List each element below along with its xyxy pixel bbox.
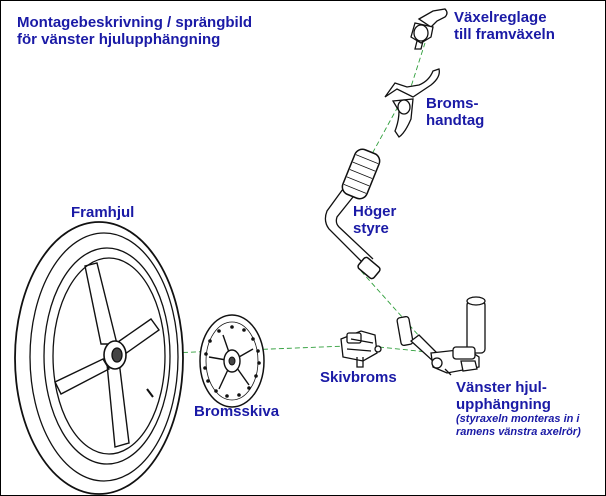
handlebar-axis-line: [360, 100, 402, 175]
wheel-rim-inner: [52, 257, 166, 455]
handlebar-label: Höger styre: [353, 203, 396, 237]
brake-lever-label: Broms- handtag: [426, 95, 484, 129]
wheel-tire-outer: [14, 221, 184, 495]
wheel-tire-inner: [29, 232, 179, 482]
suspension-note: (styraxeln monteras in i ramens vänstra …: [456, 413, 581, 439]
suspension-note-line1: (styraxeln monteras in i: [456, 413, 580, 425]
shifter-label-line1: Växelreglage: [454, 9, 547, 26]
suspension-label-line1: Vänster hjul-: [456, 379, 547, 396]
suspension-note-line2: ramens vänstra axelrör): [456, 426, 581, 438]
handlebar-clamp: [357, 256, 381, 280]
front-wheel-label: Framhjul: [71, 204, 135, 221]
wheel-rim: [43, 247, 171, 465]
front-wheel: [14, 221, 184, 495]
right-handlebar: [324, 148, 381, 280]
brake-lever-label-line2: handtag: [426, 112, 485, 129]
brake-lever-label-line1: Broms-: [426, 95, 479, 112]
handlebar-tube: [324, 188, 366, 266]
lever-axis-line: [408, 42, 426, 94]
brake-disc: [199, 314, 265, 408]
steering-axis-line: [360, 270, 438, 357]
handlebar-label-line2: styre: [353, 220, 389, 237]
disc-brake-label: Skivbroms: [320, 369, 397, 386]
disc-brake-caliper: [340, 330, 382, 368]
suspension-label-line2: upphängning: [456, 396, 551, 413]
left-suspension-assembly: [396, 296, 486, 376]
brake-lever: [384, 68, 440, 138]
handlebar-label-line1: Höger: [353, 203, 397, 220]
suspension-label: Vänster hjul- upphängning: [456, 379, 551, 413]
wheel-hub-inner: [111, 347, 123, 363]
front-derailleur-shifter: [410, 8, 448, 50]
shifter-label-line2: till framväxeln: [454, 26, 555, 43]
shifter-label: Växelreglage till framväxeln: [454, 9, 555, 43]
brake-disc-label: Bromsskiva: [194, 403, 280, 420]
steering-collar: [396, 315, 414, 347]
steering-shaft: [466, 300, 486, 354]
diagram-title-line2: för vänster hjulupphängning: [17, 31, 221, 48]
wheel-valve: [146, 388, 154, 398]
diagram-title: Montagebeskrivning / sprängbild för väns…: [17, 14, 252, 48]
brake-disc-holes: [203, 325, 261, 398]
diagram-title-line1: Montagebeskrivning / sprängbild: [17, 14, 253, 31]
